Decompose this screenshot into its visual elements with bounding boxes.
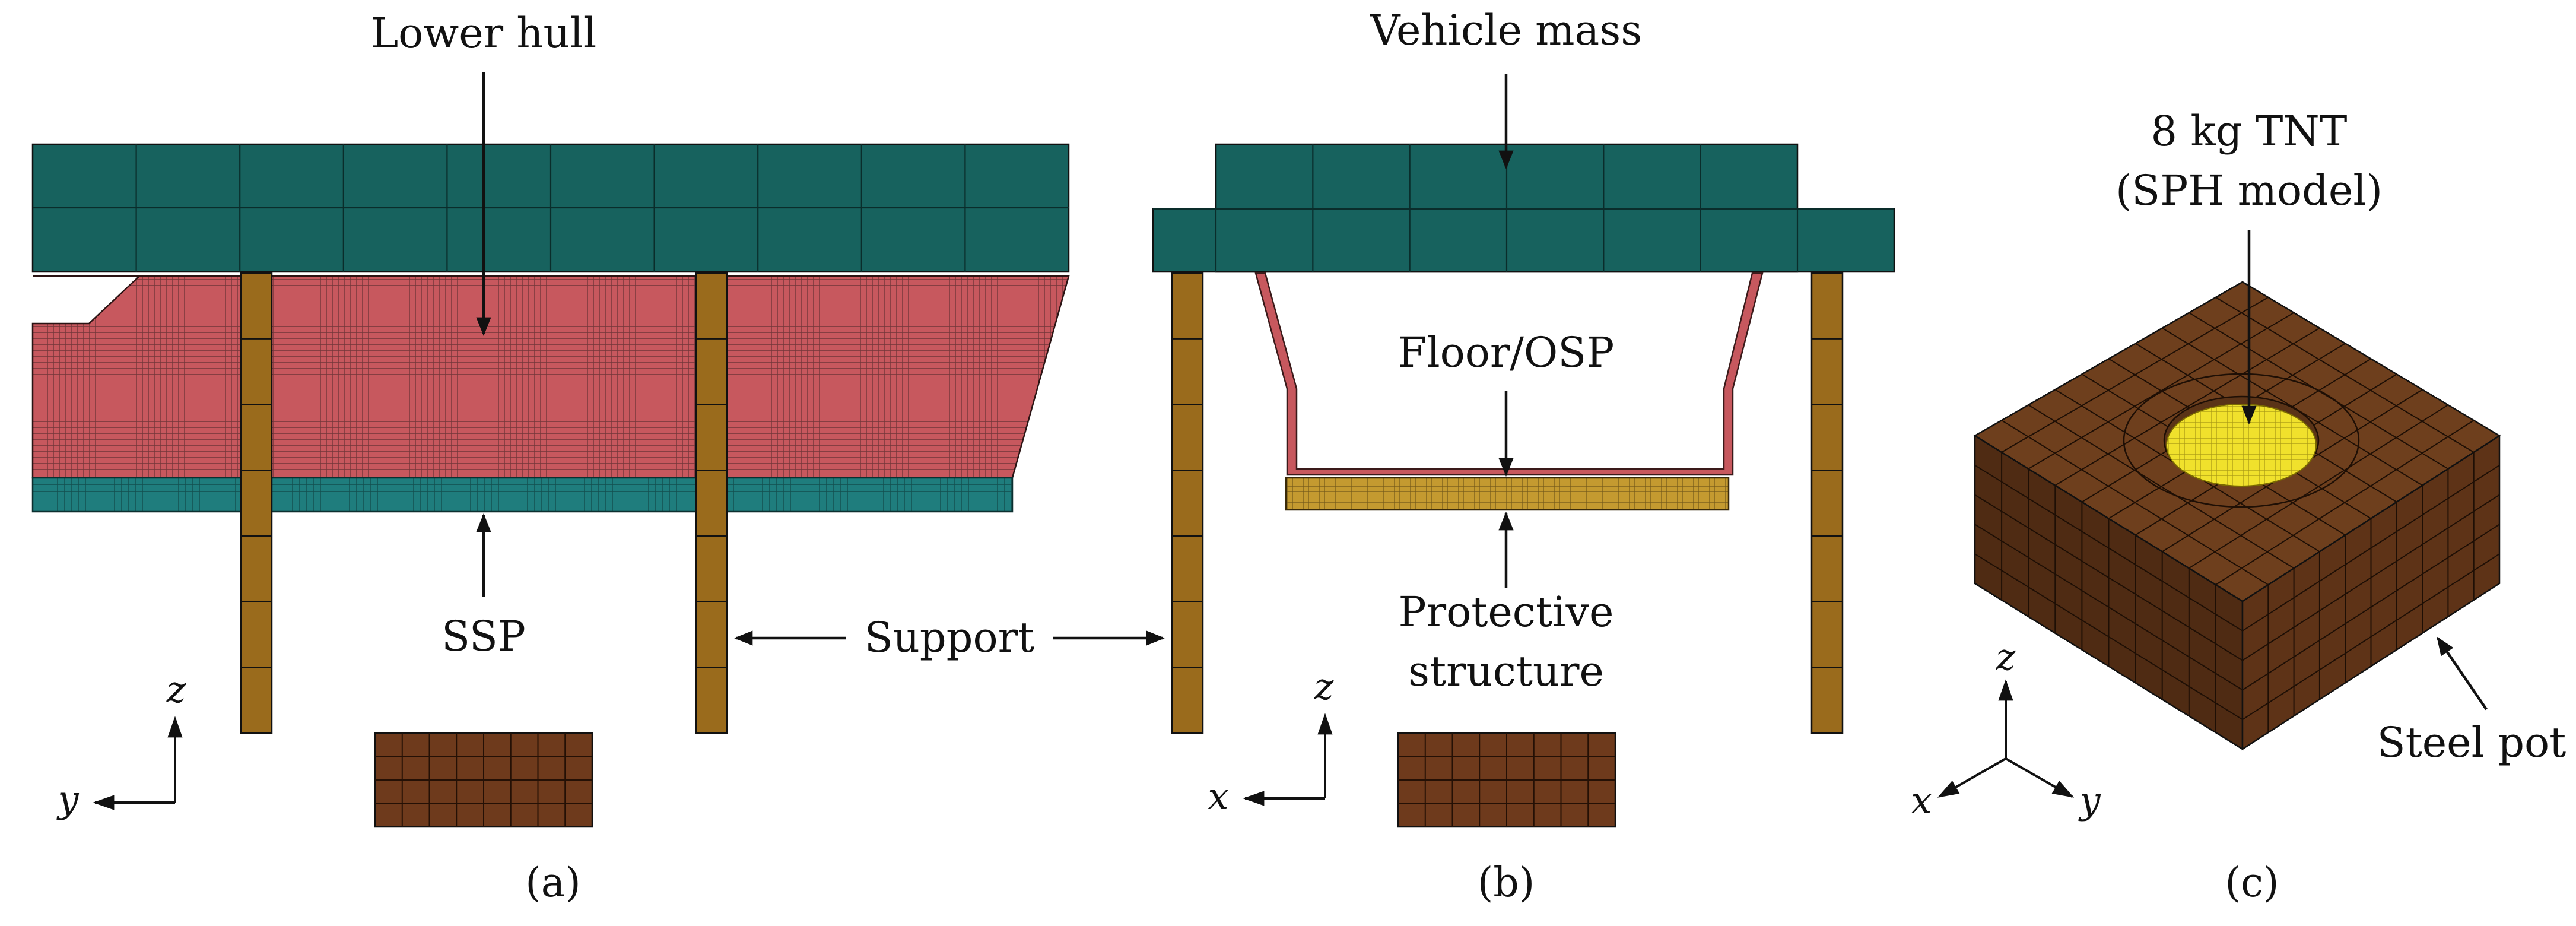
label-protective-line2: structure xyxy=(1408,647,1604,696)
axes-triad-b: z x xyxy=(1208,665,1334,818)
axis-label-z-b: z xyxy=(1314,665,1334,708)
label-support: Support xyxy=(865,613,1034,662)
support-column-a2 xyxy=(695,272,728,734)
caption-c: (c) xyxy=(2225,860,2279,906)
caption-b: (b) xyxy=(1478,860,1535,906)
support-column-b2 xyxy=(1810,272,1844,734)
vehicle-mass-b xyxy=(1152,143,1895,273)
support-column-a1 xyxy=(240,272,273,734)
axes-triad-c: z x y xyxy=(1911,635,2101,822)
panel-b: Vehicle mass Floor/OSP Protective struct… xyxy=(1152,6,1895,906)
label-tnt-line2: (SPH model) xyxy=(2116,166,2383,215)
axis-label-x-c: x xyxy=(1911,779,1932,822)
axes-triad-a: z y xyxy=(56,668,186,821)
arrow-steel-pot xyxy=(2437,636,2488,711)
lower-hull-a xyxy=(31,275,1070,479)
protective-structure-b xyxy=(1285,477,1730,511)
cavity-outer xyxy=(2123,373,2360,508)
axis-label-z-a: z xyxy=(166,668,186,711)
axis-label-y-a: y xyxy=(56,778,79,821)
support-column-b1 xyxy=(1171,272,1204,734)
label-vehicle-mass: Vehicle mass xyxy=(1370,6,1642,55)
label-floor-osp: Floor/OSP xyxy=(1398,328,1615,377)
label-ssp: SSP xyxy=(441,612,526,661)
label-steel-pot: Steel pot xyxy=(2377,718,2567,767)
hull-profile-b xyxy=(1254,272,1764,476)
axis-label-y-c: y xyxy=(2078,779,2101,822)
label-protective-line1: Protective xyxy=(1399,588,1614,636)
steel-pot xyxy=(1973,281,2501,751)
axis-label-x-b: x xyxy=(1208,775,1229,818)
panel-c: 8 kg TNT (SPH model) Steel pot z x y (c) xyxy=(1911,107,2567,906)
ssp-plate-a xyxy=(31,477,1014,513)
label-lower-hull: Lower hull xyxy=(371,9,597,58)
axis-label-z-c: z xyxy=(1996,635,2016,678)
caption-a: (a) xyxy=(525,860,581,906)
label-tnt-line1: 8 kg TNT xyxy=(2151,107,2348,156)
tnt-charge xyxy=(2166,404,2317,487)
charge-block-a xyxy=(374,732,593,828)
charge-block-b xyxy=(1397,732,1616,828)
vehicle-mass-a xyxy=(31,143,1070,273)
panel-a: Lower hull SSP z y (a) xyxy=(31,9,1070,906)
